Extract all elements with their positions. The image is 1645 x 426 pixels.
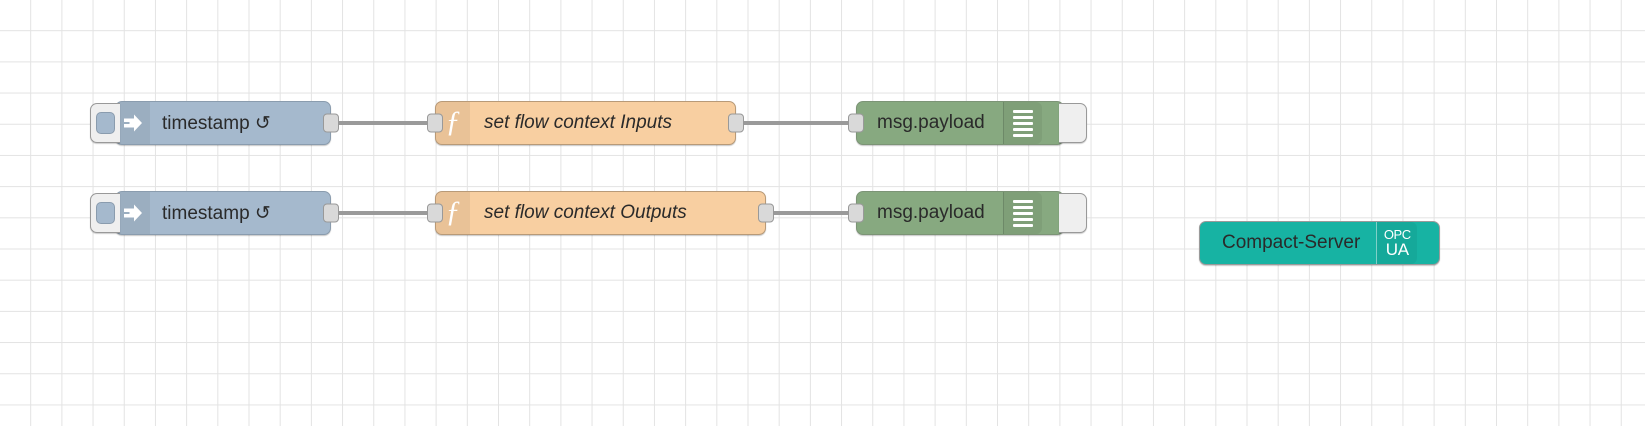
inject-label-1: timestamp ↺ bbox=[162, 112, 271, 134]
output-port[interactable] bbox=[323, 113, 339, 133]
debug-label-1: msg.payload bbox=[877, 112, 985, 133]
node-debug-msg-payload-2[interactable]: msg.payload bbox=[848, 191, 1087, 235]
wire-inject2-to-function2[interactable] bbox=[331, 211, 435, 215]
function-label-1: set flow context Inputs bbox=[484, 112, 672, 133]
debug-lines-glyph bbox=[1012, 199, 1033, 227]
wire-function1-to-debug1[interactable] bbox=[736, 121, 856, 125]
function-f-glyph: ƒ bbox=[445, 105, 461, 138]
output-port[interactable] bbox=[758, 203, 774, 223]
node-function-set-flow-context-outputs[interactable]: ƒ set flow context Outputs bbox=[427, 191, 774, 235]
opcua-server-label: Compact-Server bbox=[1222, 232, 1361, 253]
debug-lines-icon bbox=[1002, 102, 1042, 144]
debug-label-2: msg.payload bbox=[877, 202, 985, 223]
function-f-glyph: ƒ bbox=[445, 195, 461, 228]
debug-lines-icon bbox=[1002, 192, 1042, 234]
input-port[interactable] bbox=[848, 203, 864, 223]
node-opcua-compact-server[interactable]: Compact-Server OPC UA bbox=[1199, 221, 1440, 265]
node-inject-timestamp-2[interactable]: timestamp ↺ bbox=[90, 191, 339, 235]
inject-arrow-icon bbox=[116, 102, 150, 144]
inject-trigger-button-icon bbox=[96, 112, 115, 134]
node-function-set-flow-context-inputs[interactable]: ƒ set flow context Inputs bbox=[427, 101, 744, 145]
input-port[interactable] bbox=[427, 203, 443, 223]
input-port[interactable] bbox=[427, 113, 443, 133]
debug-enable-toggle-2[interactable] bbox=[1059, 193, 1087, 233]
wire-function2-to-debug2[interactable] bbox=[766, 211, 856, 215]
debug-lines-glyph bbox=[1012, 109, 1033, 137]
output-port[interactable] bbox=[323, 203, 339, 223]
inject-trigger-button-1[interactable] bbox=[90, 103, 120, 143]
wire-inject1-to-function1[interactable] bbox=[331, 121, 435, 125]
input-port[interactable] bbox=[848, 113, 864, 133]
debug-enable-toggle-1[interactable] bbox=[1059, 103, 1087, 143]
node-inject-timestamp-1[interactable]: timestamp ↺ bbox=[90, 101, 339, 145]
opc-ua-icon: OPC UA bbox=[1376, 222, 1418, 264]
opc-ua-icon-line-2: UA bbox=[1385, 239, 1409, 259]
inject-arrow-icon bbox=[116, 192, 150, 234]
opc-ua-icon-line-1: OPC bbox=[1383, 226, 1411, 242]
node-debug-msg-payload-1[interactable]: msg.payload bbox=[848, 101, 1087, 145]
function-label-2: set flow context Outputs bbox=[484, 202, 687, 223]
inject-trigger-button-icon bbox=[96, 202, 115, 224]
output-port[interactable] bbox=[728, 113, 744, 133]
inject-trigger-button-2[interactable] bbox=[90, 193, 120, 233]
inject-label-2: timestamp ↺ bbox=[162, 202, 271, 224]
